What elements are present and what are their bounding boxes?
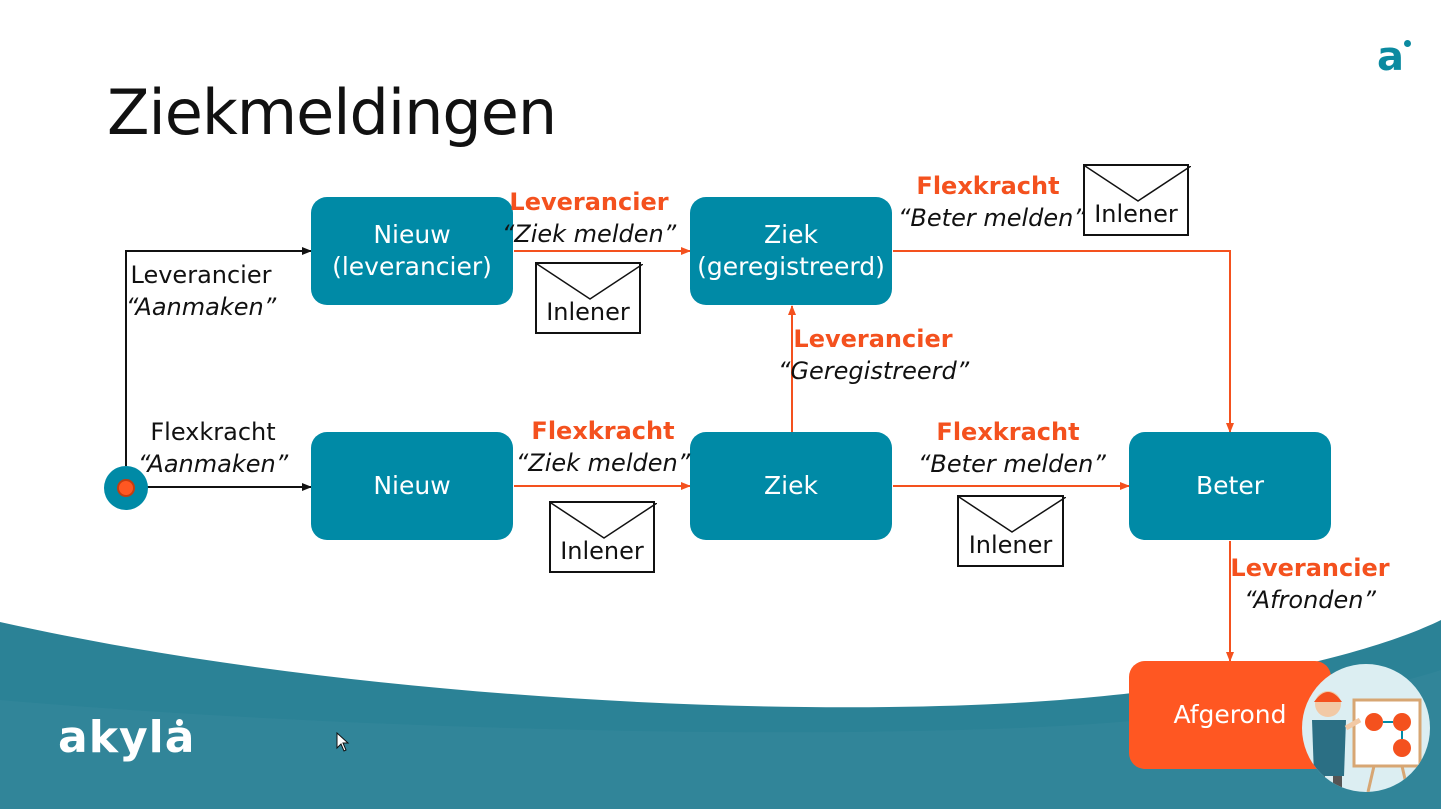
label-flexkracht-beter-melden: Flexkracht “Beter melden” bbox=[918, 418, 1106, 478]
label-leverancier-afronden: Leverancier “Afronden” bbox=[1230, 554, 1390, 614]
presenter-illustration-icon bbox=[1302, 664, 1430, 792]
footer-logo-dot-icon bbox=[176, 719, 183, 726]
state-ziek-geregistreerd: Ziek (geregistreerd) bbox=[690, 197, 892, 305]
page-title: Ziekmeldingen bbox=[107, 76, 557, 149]
brand-corner-logo-icon: a bbox=[1377, 34, 1413, 82]
state-afgerond: Afgerond bbox=[1129, 661, 1331, 769]
label-leverancier-geregistreerd: Leverancier “Geregistreerd” bbox=[778, 325, 970, 385]
state-nieuw: Nieuw bbox=[311, 432, 513, 540]
label-flexkracht-ziek-melden: Flexkracht “Ziek melden” bbox=[515, 417, 691, 477]
mail-notification-1: Inlener bbox=[535, 262, 643, 334]
envelope-icon bbox=[1085, 166, 1191, 202]
footer-logo: akyla bbox=[58, 712, 196, 763]
mail-notification-3: Inlener bbox=[1083, 164, 1191, 236]
start-node bbox=[104, 466, 148, 510]
envelope-icon bbox=[959, 497, 1066, 533]
cursor-icon bbox=[336, 732, 350, 752]
mail-notification-4: Inlener bbox=[957, 495, 1066, 567]
label-leverancier-ziek-melden: Leverancier “Ziek melden” bbox=[501, 188, 677, 248]
mail-notification-2: Inlener bbox=[549, 501, 657, 573]
label-flexkracht-beter-melden-top: Flexkracht “Beter melden” bbox=[898, 172, 1086, 232]
state-ziek: Ziek bbox=[690, 432, 892, 540]
state-nieuw-leverancier: Nieuw (leverancier) bbox=[311, 197, 513, 305]
state-beter: Beter bbox=[1129, 432, 1331, 540]
envelope-icon bbox=[551, 503, 657, 539]
label-create-leverancier: Leverancier “Aanmaken” bbox=[125, 261, 277, 321]
label-create-flexkracht: Flexkracht “Aanmaken” bbox=[137, 418, 289, 478]
envelope-icon bbox=[537, 264, 643, 300]
